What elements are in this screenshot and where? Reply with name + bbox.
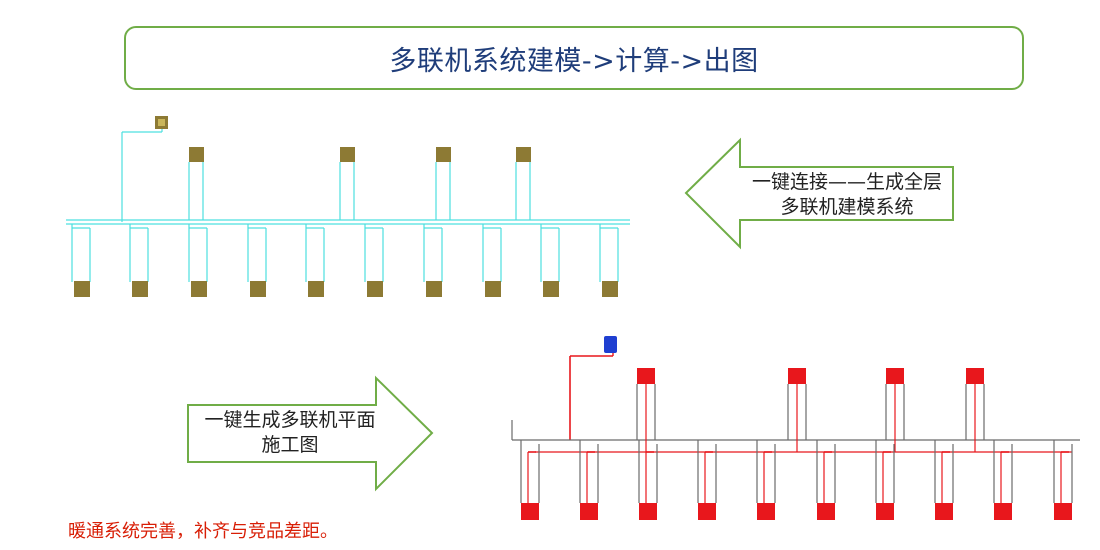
bottom-lower-indoor-unit (698, 503, 716, 520)
bottom-lower-indoor-unit (817, 503, 835, 520)
top-arrow-label: 一键连接——生成全层 多联机建模系统 (742, 170, 952, 220)
top-diagram (66, 116, 630, 297)
top-lower-indoor-unit (426, 281, 442, 297)
top-upper-indoor-unit (516, 147, 531, 162)
bottom-lower-indoor-unit (521, 503, 539, 520)
bottom-diagram (511, 336, 1080, 520)
top-lower-indoor-unit (132, 281, 148, 297)
bottom-arrow-line2: 施工图 (261, 434, 319, 456)
top-lower-indoor-unit (543, 281, 559, 297)
right-arrow (187, 375, 434, 492)
top-arrow-line2: 多联机建模系统 (780, 196, 914, 218)
bottom-arrow-label: 一键生成多联机平面 施工图 (190, 408, 390, 458)
bottom-upper-indoor-unit (637, 368, 655, 384)
bottom-arrow-line1: 一键生成多联机平面 (204, 409, 376, 431)
top-lower-indoor-unit (191, 281, 207, 297)
bottom-outdoor-unit (604, 336, 617, 353)
title-banner: 多联机系统建模->计算->出图 (124, 26, 1024, 90)
top-outdoor-unit-detail (158, 119, 165, 126)
top-lower-indoor-unit (485, 281, 501, 297)
top-arrow-line1: 一键连接——生成全层 (751, 171, 942, 193)
top-upper-indoor-unit (340, 147, 355, 162)
top-upper-indoor-unit (436, 147, 451, 162)
top-upper-indoor-unit (189, 147, 204, 162)
bottom-lower-indoor-unit (1054, 503, 1072, 520)
hvac-note: 暖通系统完善，补齐与竞品差距。 (68, 521, 338, 542)
top-lower-indoor-unit (308, 281, 324, 297)
bottom-lower-indoor-unit (994, 503, 1012, 520)
bottom-upper-indoor-unit (886, 368, 904, 384)
top-lower-indoor-unit (367, 281, 383, 297)
top-lower-indoor-unit (74, 281, 90, 297)
bottom-lower-indoor-unit (935, 503, 953, 520)
bottom-lower-indoor-unit (580, 503, 598, 520)
bottom-upper-indoor-unit (788, 368, 806, 384)
page-title: 多联机系统建模->计算->出图 (389, 45, 759, 77)
bottom-upper-indoor-unit (966, 368, 984, 384)
bottom-lower-indoor-unit (639, 503, 657, 520)
top-lower-indoor-unit (602, 281, 618, 297)
bottom-lower-indoor-unit (757, 503, 775, 520)
top-lower-indoor-unit (250, 281, 266, 297)
left-arrow (684, 137, 954, 250)
bottom-lower-indoor-unit (876, 503, 894, 520)
